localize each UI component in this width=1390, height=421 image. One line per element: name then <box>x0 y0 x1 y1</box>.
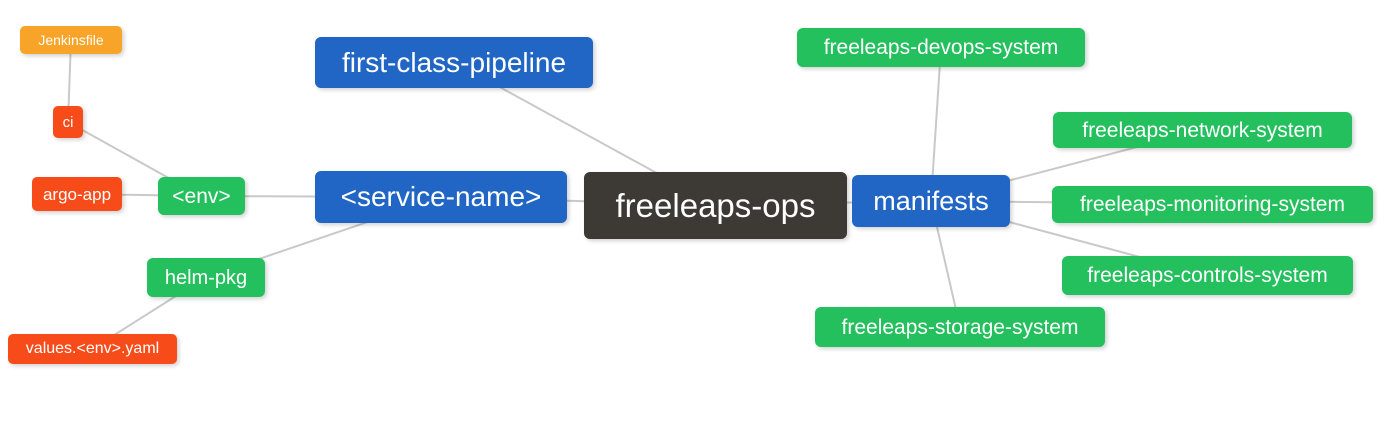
node-env[interactable]: <env> <box>158 177 245 215</box>
node-freeleaps-monitoring-system[interactable]: freeleaps-monitoring-system <box>1052 186 1373 223</box>
node-freeleaps-ops[interactable]: freeleaps-ops <box>584 172 847 239</box>
node-service-name[interactable]: <service-name> <box>315 171 567 223</box>
node-jenkinsfile[interactable]: Jenkinsfile <box>20 26 122 54</box>
node-values-env-yaml[interactable]: values.<env>.yaml <box>8 334 177 364</box>
node-freeleaps-devops-system[interactable]: freeleaps-devops-system <box>797 28 1085 67</box>
node-first-class-pipeline[interactable]: first-class-pipeline <box>315 37 593 88</box>
node-ci[interactable]: ci <box>53 106 83 138</box>
node-argo-app[interactable]: argo-app <box>32 177 122 211</box>
node-freeleaps-storage-system[interactable]: freeleaps-storage-system <box>815 307 1105 347</box>
node-manifests[interactable]: manifests <box>852 175 1010 227</box>
node-freeleaps-controls-system[interactable]: freeleaps-controls-system <box>1062 256 1353 295</box>
node-freeleaps-network-system[interactable]: freeleaps-network-system <box>1053 112 1352 148</box>
node-helm-pkg[interactable]: helm-pkg <box>147 258 265 297</box>
